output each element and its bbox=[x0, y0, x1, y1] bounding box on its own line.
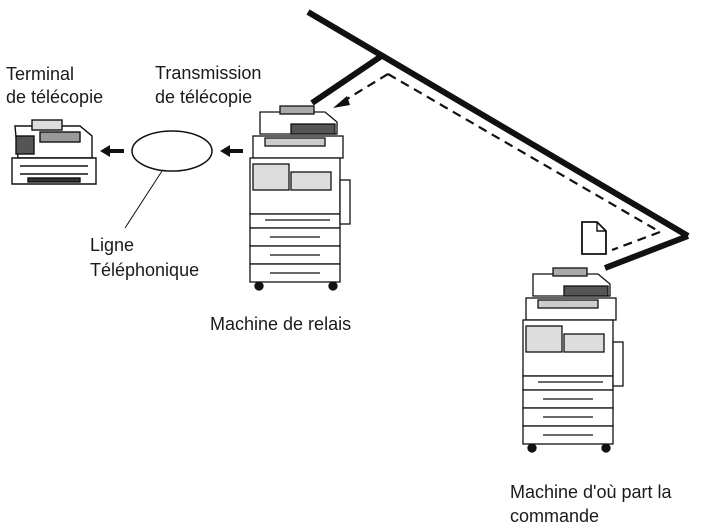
telephone-line-ellipse bbox=[131, 130, 213, 172]
fax-transmission-label-line1: Transmission bbox=[155, 63, 261, 83]
phone-line-label-line2: Téléphonique bbox=[90, 260, 199, 280]
route-dash-to-relay bbox=[341, 73, 389, 103]
route-dash-upper bbox=[387, 73, 661, 233]
fax-transmission-label: Transmission de télécopie bbox=[155, 63, 266, 107]
origin-multifunction-copier-icon bbox=[522, 267, 624, 453]
origin-machine-label-line2: commande bbox=[510, 506, 599, 526]
route-arrowhead-icon bbox=[333, 96, 350, 108]
origin-machine-label-line1: Machine d'où part la bbox=[510, 482, 673, 502]
fax-machine-icon bbox=[11, 119, 97, 185]
transmission-route bbox=[341, 73, 661, 252]
fax-transmission-label-line2: de télécopie bbox=[155, 87, 252, 107]
fax-terminal-label: Terminal de télécopie bbox=[6, 64, 103, 107]
phone-line-label: Ligne Téléphonique bbox=[90, 235, 199, 280]
arrow-to-fax-terminal-icon bbox=[100, 145, 124, 157]
route-dash-lower bbox=[611, 230, 661, 252]
phone-line-label-line1: Ligne bbox=[90, 235, 134, 255]
document-icon bbox=[581, 221, 607, 255]
arrow-to-phone-line-icon bbox=[220, 145, 243, 157]
network-lines bbox=[306, 9, 690, 271]
network-main-line bbox=[306, 9, 690, 239]
network-branch-origin bbox=[603, 233, 690, 271]
telephone-line-pointer bbox=[124, 170, 163, 229]
network-branch-relay bbox=[310, 52, 385, 106]
relay-multifunction-copier-icon bbox=[249, 105, 351, 291]
fax-terminal-label-line1: Terminal bbox=[6, 64, 74, 84]
origin-machine-label: Machine d'où part la commande bbox=[510, 482, 677, 526]
relay-machine-label: Machine de relais bbox=[210, 314, 351, 334]
fax-terminal-label-line2: de télécopie bbox=[6, 87, 103, 107]
